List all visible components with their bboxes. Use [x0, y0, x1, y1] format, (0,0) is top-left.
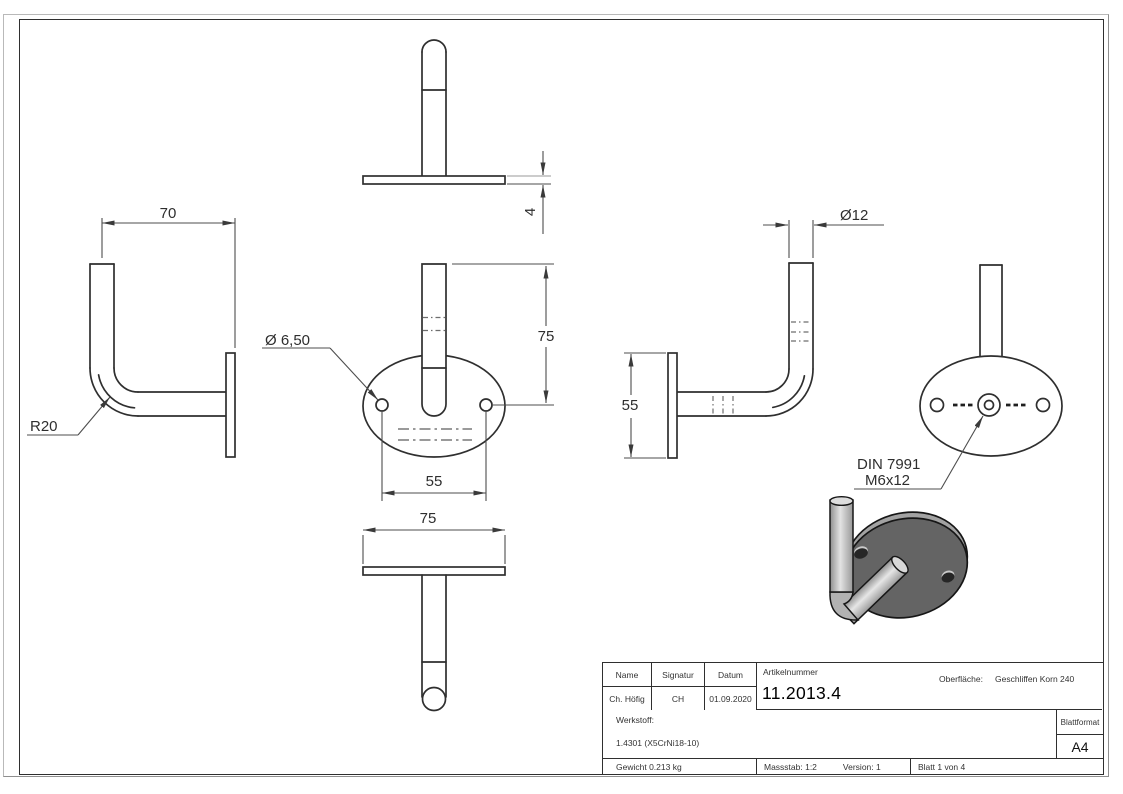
hole-right: [479, 398, 493, 412]
dim-bend-radius-text: R20: [30, 418, 58, 435]
dim-plate-thickness-text: 4: [522, 208, 539, 216]
view-isometric-3d: [829, 496, 969, 625]
article-number-label: Artikelnummer: [763, 667, 818, 677]
titleblock-name-value: Ch. Höfig: [603, 687, 652, 710]
dim-tube-diameter-text: Ø12: [840, 207, 868, 224]
tube-end-circle: [421, 686, 447, 712]
surface-finish-label: Oberfläche:: [939, 674, 983, 684]
titleblock-date-value: 01.09.2020: [705, 687, 757, 710]
material-value: 1.4301 (X5CrNi18-10): [616, 738, 700, 748]
dim-tube-height-text: 75: [538, 328, 555, 345]
dim-plate-height-text: 55: [622, 397, 639, 414]
sheet-number-value: Blatt 1 von 4: [918, 761, 966, 772]
screw-standard-text: DIN 7991: [857, 456, 920, 473]
scale-value: Massstab: 1:2: [764, 761, 817, 772]
rear-hole-left: [929, 397, 945, 413]
drawing-border-frame: [19, 19, 1104, 775]
sheet-format-label: Blattformat: [1057, 710, 1103, 735]
view-side-right: Ø12 55: [622, 207, 884, 459]
hole-3d-right: [941, 572, 955, 583]
view-rear: DIN 7991 M6x12: [854, 264, 1063, 490]
view-top: 4: [362, 39, 551, 234]
rear-hole-right: [1035, 397, 1051, 413]
titleblock-material-cell: Werkstoff: 1.4301 (X5CrNi18-10): [603, 710, 1057, 759]
screw-size-text: M6x12: [865, 472, 910, 489]
wall-plate-edge-right: [667, 352, 678, 459]
weight-value: Gewicht 0.213 kg: [603, 759, 757, 774]
titleblock-signature-header: Signatur: [652, 663, 705, 687]
plate-bottom-edge: [362, 566, 506, 576]
sheet-format-value: A4: [1057, 735, 1103, 759]
scale-version-cell: Massstab: 1:2 Version: 1: [757, 759, 911, 774]
tube-3d-cap: [829, 496, 854, 507]
view-bottom: 75: [362, 510, 506, 712]
title-block: Name Signatur Datum Ch. Höfig CH 01.09.2…: [602, 662, 1104, 775]
screw-drive-circle: [983, 399, 995, 411]
hole-left: [375, 398, 389, 412]
dim-hole-diameter-text: Ø 6,50: [265, 332, 310, 349]
plate-top-edge: [362, 175, 506, 185]
dim-projection-width-text: 70: [160, 205, 177, 222]
material-label: Werkstoff:: [616, 715, 654, 725]
titleblock-article-cell: Artikelnummer 11.2013.4 Oberfläche: Gesc…: [757, 663, 1102, 710]
dim-plate-width-text: 75: [420, 510, 437, 527]
article-number-value: 11.2013.4: [762, 683, 842, 703]
dim-hole-spacing-text: 55: [426, 473, 443, 490]
view-front: Ø 6,50 75 55: [262, 263, 555, 501]
titleblock-name-header: Name: [603, 663, 652, 687]
version-value: Version: 1: [842, 761, 881, 772]
hole-3d-left: [854, 548, 868, 559]
titleblock-signature-value: CH: [652, 687, 705, 710]
view-side-left: 70 R20: [27, 205, 236, 458]
tube-front: [421, 263, 447, 417]
bend-3d: [829, 591, 860, 621]
titleblock-date-header: Datum: [705, 663, 757, 687]
surface-finish-value: Geschliffen Korn 240: [995, 674, 1075, 684]
wall-plate-edge: [225, 352, 236, 458]
tube-3d: [829, 499, 854, 593]
